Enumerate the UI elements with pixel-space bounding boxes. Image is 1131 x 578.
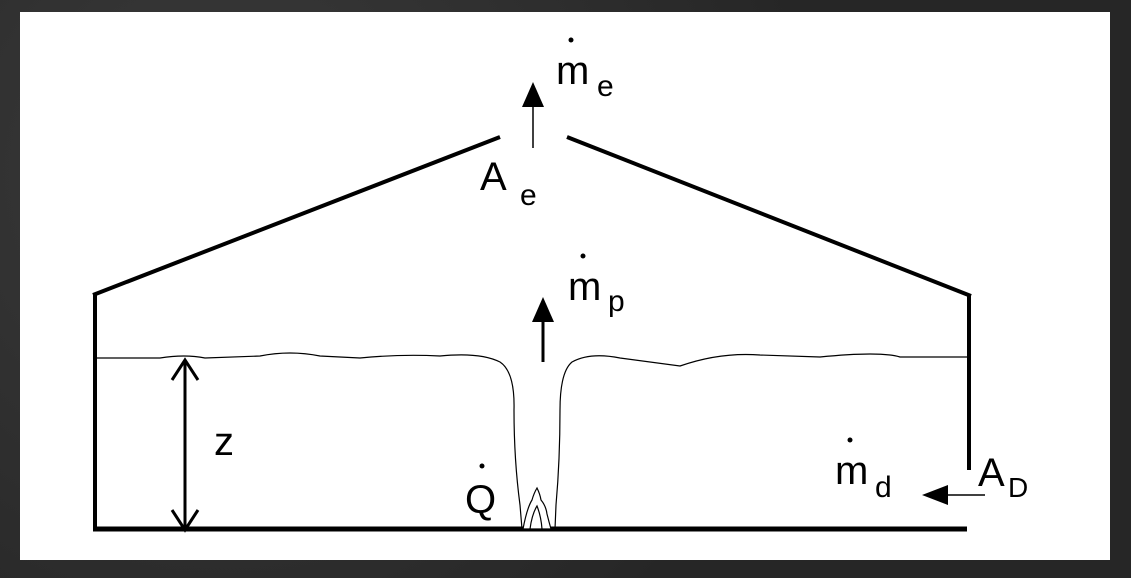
inlet-flow-label: m <box>835 449 868 493</box>
exhaust-area-subscript: e <box>520 179 537 212</box>
fire-icon <box>522 486 552 530</box>
plume-flow-subscript: p <box>608 285 625 318</box>
exhaust-area-label: A <box>480 155 507 199</box>
heat-release-dot <box>479 463 485 469</box>
inlet-area-label: A <box>978 451 1005 495</box>
inlet-flow-subscript: d <box>875 471 892 504</box>
smoke-layer-interface <box>95 352 969 530</box>
diagram-canvas <box>20 12 1110 560</box>
inlet-arrowhead <box>922 485 948 505</box>
exhaust-flow-label: m <box>556 49 589 93</box>
roof-left <box>92 135 501 297</box>
layer-height-label: z <box>214 420 234 464</box>
exhaust-flow-dot <box>568 37 574 43</box>
inlet-area-subscript: D <box>1008 472 1028 503</box>
height-arrowhead-bottom <box>170 509 200 533</box>
plume-arrowhead <box>532 297 554 322</box>
exhaust-flow-subscript: e <box>597 70 614 103</box>
exhaust-arrowhead <box>522 82 544 107</box>
inlet-flow-dot <box>847 437 853 443</box>
height-arrowhead-top <box>170 357 200 381</box>
roof-right <box>566 135 972 298</box>
heat-release-label: Q <box>465 478 496 522</box>
plume-flow-label: m <box>568 265 601 309</box>
plume-flow-dot <box>580 253 586 259</box>
